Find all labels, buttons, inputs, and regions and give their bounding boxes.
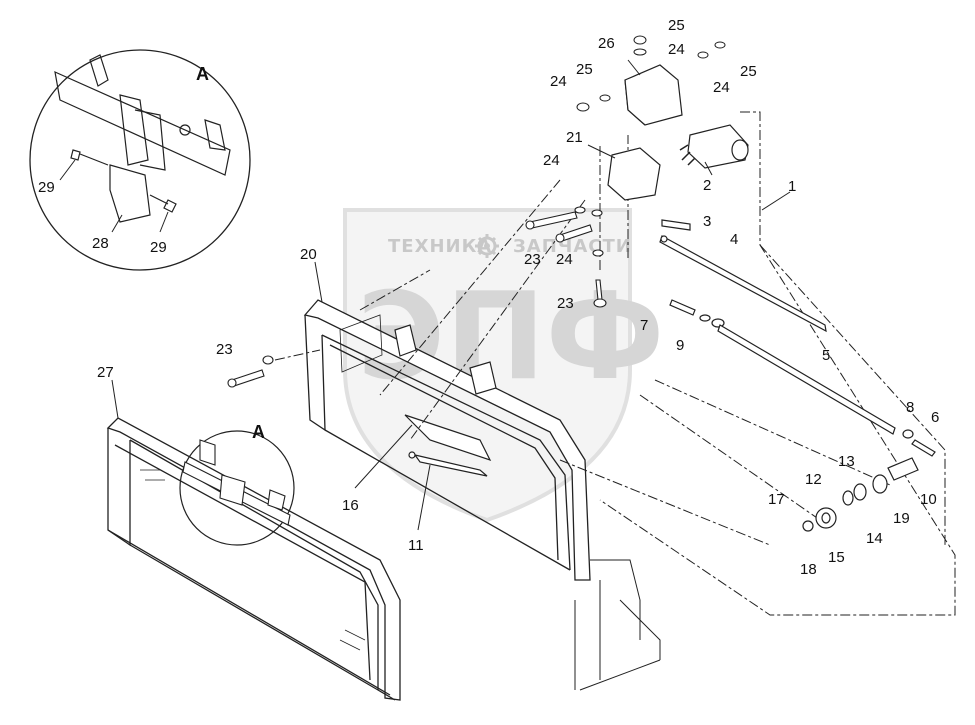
callout-24b: 24 <box>713 79 730 96</box>
callout-14: 14 <box>866 530 883 547</box>
leader-20 <box>314 261 323 303</box>
lower-hinge-detail <box>182 439 291 526</box>
callout-3: 3 <box>703 213 711 230</box>
detail-bolt-left <box>70 149 109 166</box>
callout-28: 28 <box>92 235 109 252</box>
callout-29b: 29 <box>150 239 167 256</box>
callout-5: 5 <box>822 347 830 364</box>
detail-circle <box>29 49 251 271</box>
callout-19: 19 <box>893 510 910 527</box>
callout-25c: 25 <box>576 61 593 78</box>
wiper-blade <box>404 414 492 477</box>
leader-16 <box>354 424 413 489</box>
callout-15: 15 <box>828 549 845 566</box>
callout-11: 11 <box>408 537 424 554</box>
callout-20: 20 <box>300 246 317 263</box>
callout-17: 17 <box>768 491 785 508</box>
motor-2 <box>679 124 749 169</box>
detail-bracket <box>54 54 231 223</box>
spindle-group <box>802 457 919 532</box>
windshield-frame-upper <box>303 299 591 581</box>
callout-25a: 25 <box>668 17 685 34</box>
leader-11 <box>417 464 431 531</box>
callout-6: 6 <box>931 409 939 426</box>
callout-7: 7 <box>640 317 648 334</box>
assembly-lines <box>274 111 956 616</box>
callout-16: 16 <box>342 497 359 514</box>
bolts-23-24 <box>525 206 607 308</box>
leader-2 <box>704 161 713 176</box>
callout-27: 27 <box>97 364 114 381</box>
linkage-rods <box>659 219 936 457</box>
callout-2: 2 <box>703 177 711 194</box>
callout-12: 12 <box>805 471 822 488</box>
leader-29a <box>59 159 76 181</box>
callout-10: 10 <box>920 491 937 508</box>
cab-base <box>574 559 661 691</box>
callout-24c: 24 <box>550 73 567 90</box>
leader-21 <box>587 144 616 159</box>
leader-28 <box>111 214 123 233</box>
leader-29b <box>159 211 169 233</box>
windshield-frame-lower <box>106 417 401 701</box>
bolt-23-left <box>227 355 274 388</box>
leader-26 <box>627 59 641 76</box>
detail-bolt-right <box>149 194 177 213</box>
detail-view-a: A 29 28 29 <box>29 49 251 271</box>
leader-1 <box>761 191 791 211</box>
callout-23a: 23 <box>524 251 541 268</box>
callout-24a: 24 <box>668 41 685 58</box>
detail-title: A <box>196 64 209 84</box>
leader-27 <box>111 379 119 419</box>
watermark-left-word: ТЕХНИКА <box>388 236 492 257</box>
nuts-washers-top <box>576 35 726 112</box>
callout-8: 8 <box>906 399 914 416</box>
hinge-pair-upper <box>394 324 497 395</box>
gear-icon <box>475 234 499 258</box>
callout-29a: 29 <box>38 179 55 196</box>
callout-24e: 24 <box>556 251 573 268</box>
callout-23b: 23 <box>557 295 574 312</box>
detail-title-lower: A <box>252 422 265 442</box>
callout-26: 26 <box>598 35 615 52</box>
bracket-21 <box>607 147 661 201</box>
bracket-cover-26 <box>624 64 683 126</box>
callout-18: 18 <box>800 561 817 578</box>
callout-23c: 23 <box>216 341 233 358</box>
watermark: ТЕХНИКА ЗАПЧАСТИ ЭПФ <box>343 208 665 523</box>
detail-circle-lower <box>179 430 295 546</box>
callout-24d: 24 <box>543 152 560 169</box>
callout-13: 13 <box>838 453 855 470</box>
callout-4: 4 <box>730 231 738 248</box>
callout-1: 1 <box>788 178 796 195</box>
callout-9: 9 <box>676 337 684 354</box>
callout-25b: 25 <box>740 63 757 80</box>
callout-21: 21 <box>566 129 583 146</box>
